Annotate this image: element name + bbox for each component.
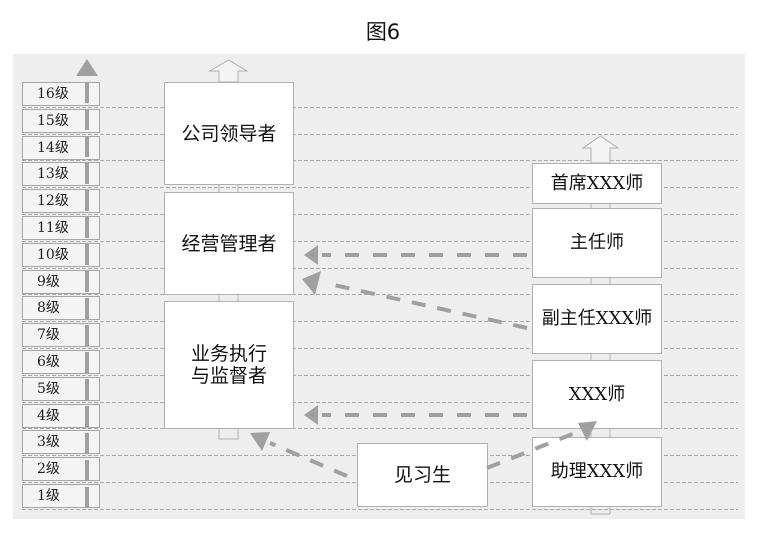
level-label: 4级 xyxy=(22,403,100,428)
level-label: 12级 xyxy=(22,189,100,214)
chief-box: 首席XXX师 xyxy=(532,163,662,204)
level-label: 6级 xyxy=(22,350,100,374)
company-leader-box: 公司领导者 xyxy=(164,82,294,185)
execution-supervisor-label-line1: 业务执行 xyxy=(190,343,267,365)
level-label: 7级 xyxy=(22,323,100,348)
level-label: 14级 xyxy=(22,135,100,160)
level-label: 15级 xyxy=(22,108,100,133)
deputy-director-label: 副主任XXX师 xyxy=(541,308,653,329)
execution-supervisor-label-line2: 与监督者 xyxy=(190,365,267,387)
assistant-box: 助理XXX师 xyxy=(532,437,662,507)
level-label: 11级 xyxy=(22,216,100,240)
chief-label: 首席XXX师 xyxy=(550,172,644,194)
level-label: 10级 xyxy=(22,242,100,267)
assistant-label: 助理XXX师 xyxy=(550,461,644,482)
deputy-director-box: 副主任XXX师 xyxy=(532,284,662,354)
director-box: 主任师 xyxy=(532,208,662,278)
level-label: 9级 xyxy=(22,269,100,294)
level-label: 1级 xyxy=(22,484,100,508)
level-label: 8级 xyxy=(22,296,100,321)
director-label: 主任师 xyxy=(570,232,624,253)
level-label: 13级 xyxy=(22,162,100,187)
company-leader-label: 公司领导者 xyxy=(181,122,277,145)
trainee-label: 见习生 xyxy=(393,464,451,486)
operations-manager-label: 经营管理者 xyxy=(181,232,277,255)
trainee-box: 见习生 xyxy=(357,443,488,507)
operations-manager-box: 经营管理者 xyxy=(164,192,294,295)
level-label: 3级 xyxy=(22,430,100,455)
execution-supervisor-box: 业务执行 与监督者 xyxy=(164,301,294,429)
level-label: 5级 xyxy=(22,376,100,401)
level-label: 16级 xyxy=(22,82,100,106)
standard-label: XXX师 xyxy=(568,383,626,405)
standard-box: XXX师 xyxy=(532,360,662,429)
figure-title: 图6 xyxy=(365,20,401,44)
level-label: 2级 xyxy=(22,457,100,482)
